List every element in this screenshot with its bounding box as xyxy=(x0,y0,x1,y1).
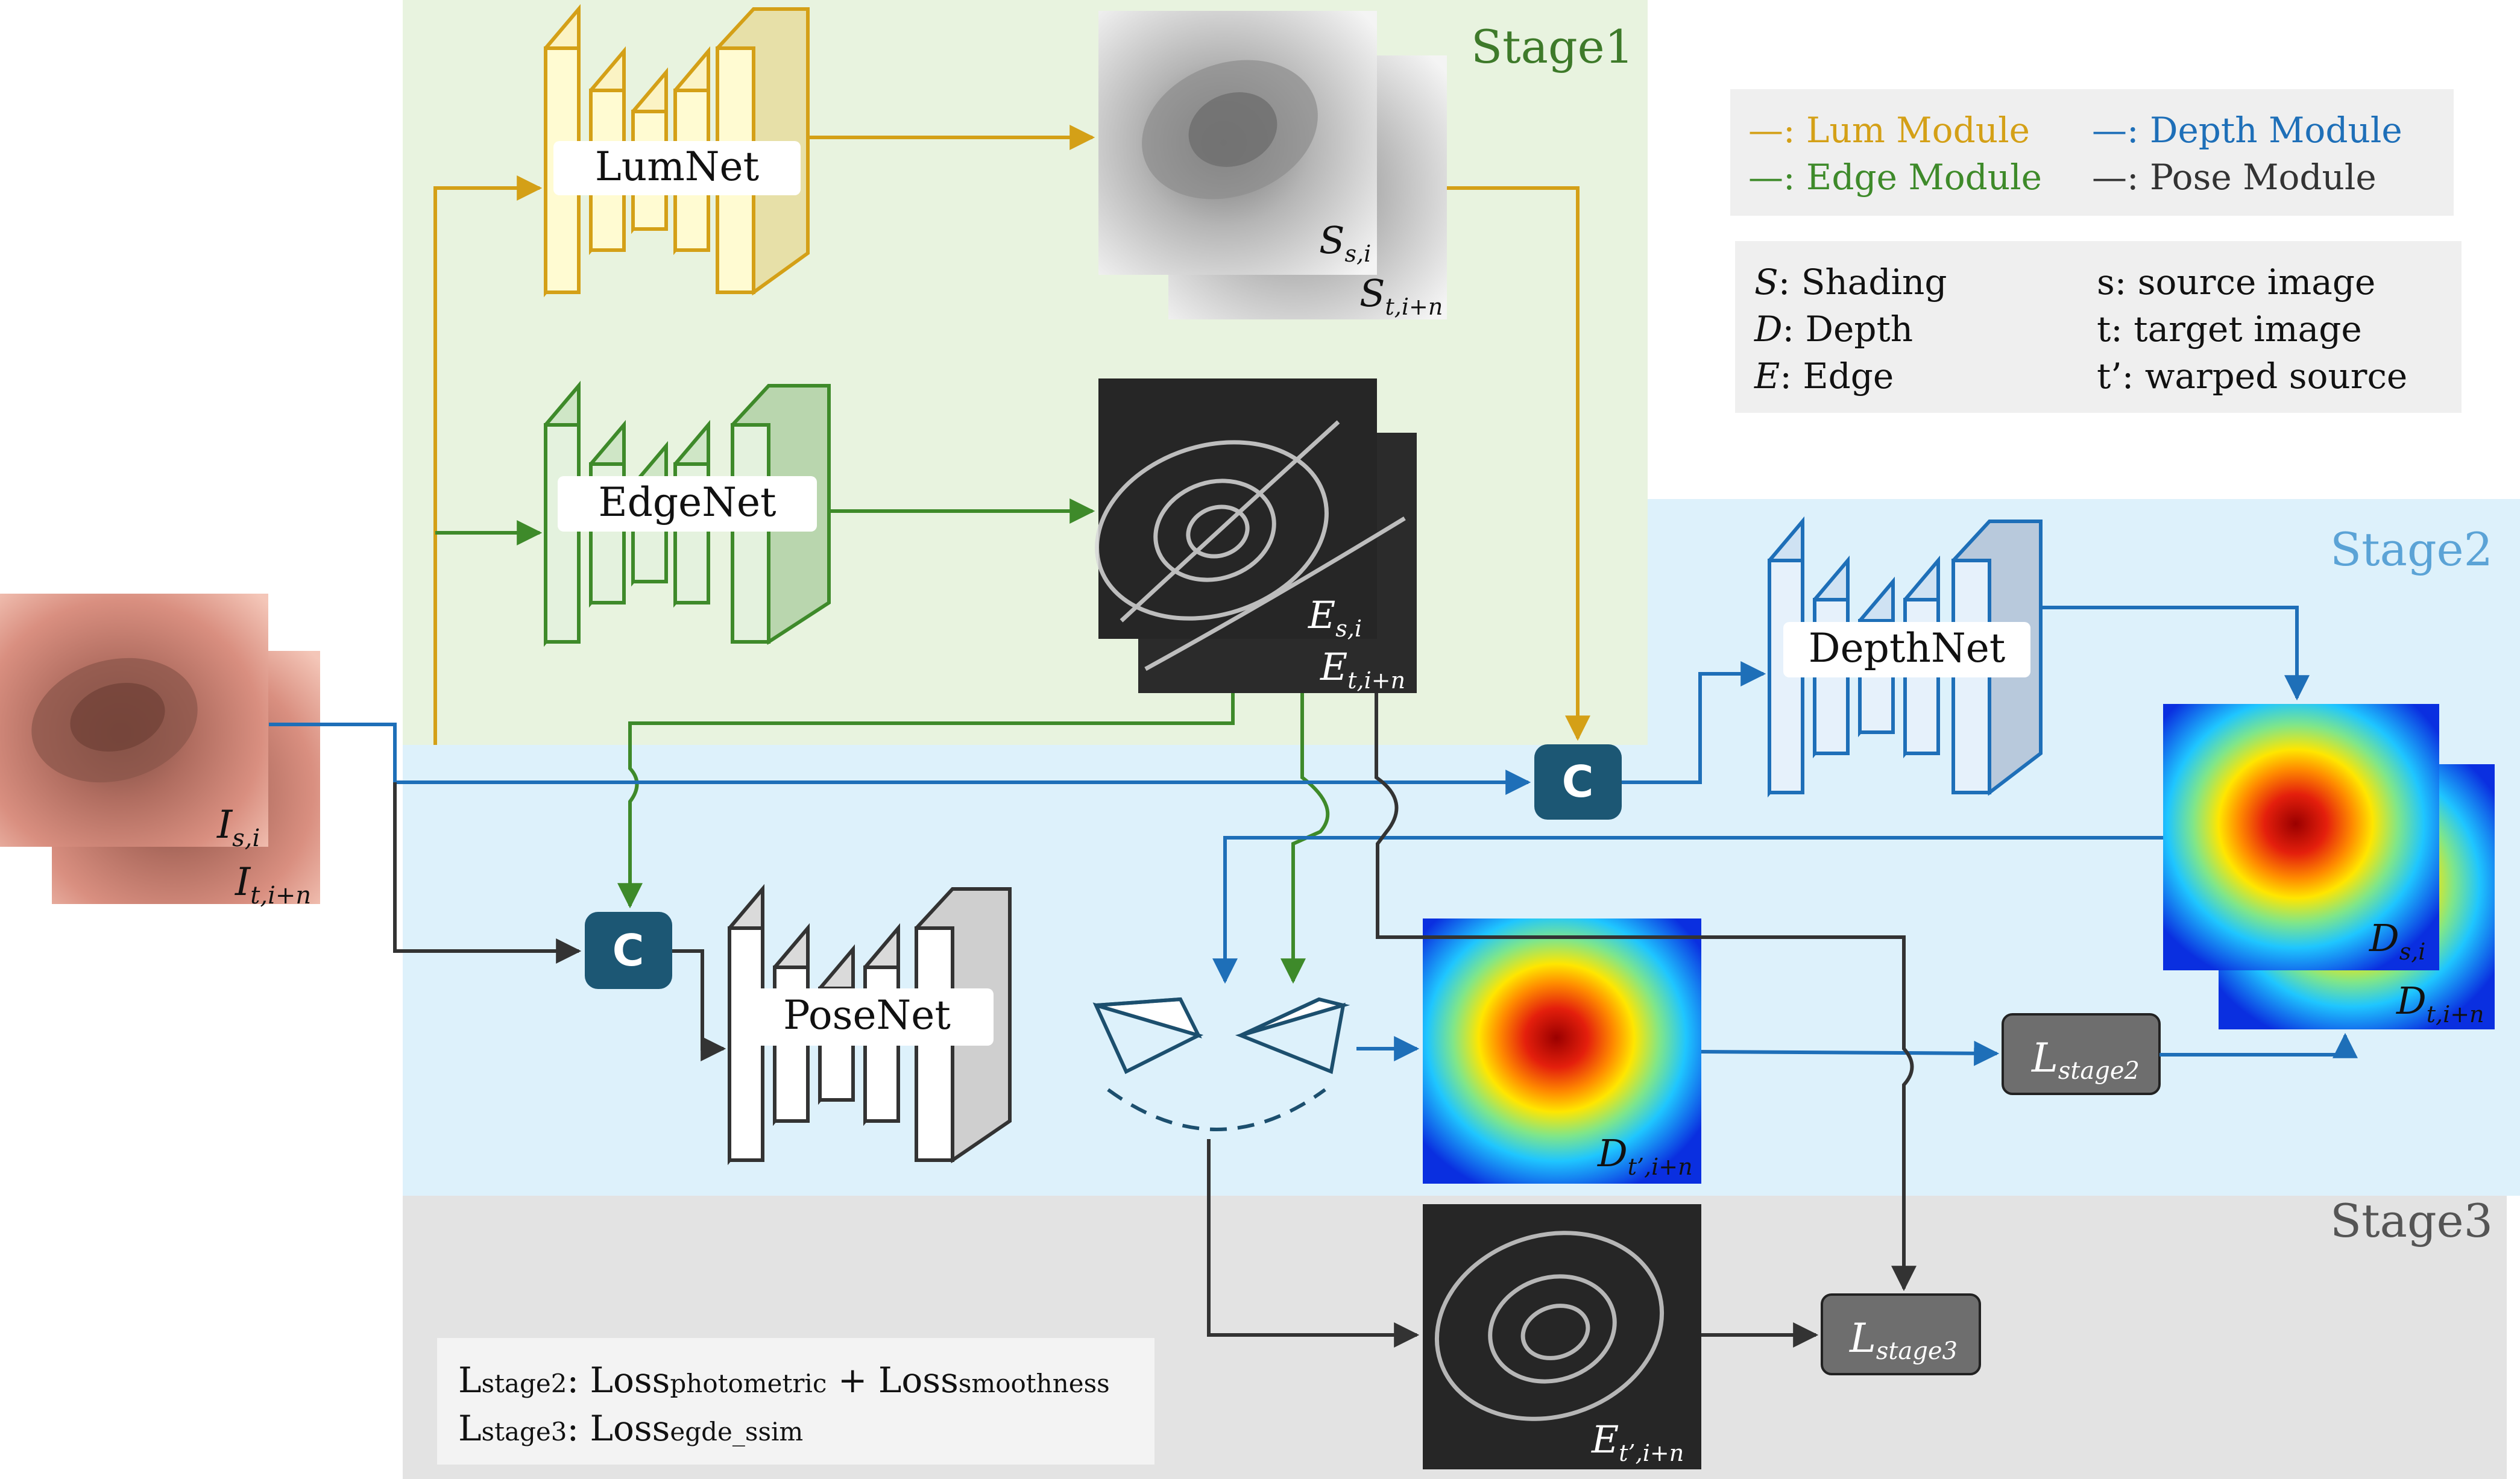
edge-source-label: Es,i xyxy=(1308,593,1362,642)
stage1-label: Stage1 xyxy=(1471,20,1634,74)
edgenet-label: EdgeNet xyxy=(598,479,776,526)
concat-node-top: C xyxy=(1534,744,1622,820)
loss-formula-box: Lstage2: Lossphotometric + Losssmoothnes… xyxy=(437,1338,1154,1465)
stage2-label: Stage2 xyxy=(2330,523,2493,576)
concat-node-bottom: C xyxy=(585,912,672,989)
shading-images: Ss,i St,i+n xyxy=(1098,11,1447,320)
legend-warped: t’: warped source xyxy=(2097,356,2407,397)
concat-label-top: C xyxy=(1562,756,1594,807)
loss-stage2-label: Lstage2 xyxy=(2031,1035,2140,1085)
legend-edge-symbol: E: Edge xyxy=(1754,356,1894,397)
depth-images: Ds,i Dt,i+n xyxy=(2163,704,2495,1029)
shading-source-label: Ss,i xyxy=(1319,218,1371,267)
lumnet-label: LumNet xyxy=(595,143,759,190)
edge-warped-label: Et’,i+n xyxy=(1591,1418,1684,1466)
shading-target-label: St,i+n xyxy=(1359,271,1443,320)
depth-source-label: Ds,i xyxy=(2369,916,2425,965)
edge-images: Es,i Et,i+n xyxy=(1095,378,1417,694)
warped-edge-image: Et’,i+n xyxy=(1423,1204,1701,1469)
depth-warped-label: Dt’,i+n xyxy=(1597,1131,1693,1180)
pose-arrows xyxy=(393,693,1917,1348)
posenet-label: PoseNet xyxy=(783,992,951,1038)
legend-lum: —: Lum Module xyxy=(1748,110,2030,151)
legend-shading: S: Shading xyxy=(1754,262,1947,303)
input-images: Is,i It,i+n xyxy=(0,594,320,909)
input-source-label: Is,i xyxy=(216,803,260,852)
depthnet-label: DepthNet xyxy=(1809,625,2006,671)
legend-pose: —: Pose Module xyxy=(2092,157,2377,198)
edge-target-label: Et,i+n xyxy=(1320,645,1405,694)
loss-stage3-label: Lstage3 xyxy=(1849,1315,1958,1365)
loss-stage3-box: Lstage3 xyxy=(1821,1293,1981,1375)
input-target-label: It,i+n xyxy=(235,860,311,909)
posenet-label-box xyxy=(740,988,994,1046)
legend-edge: —: Edge Module xyxy=(1748,157,2042,198)
module-legend: —: Lum Module —: Depth Module —: Edge Mo… xyxy=(1730,89,2454,216)
legend-depth-symbol: D: Depth xyxy=(1754,309,1913,350)
legend-target: t: target image xyxy=(2097,309,2362,350)
camera-frustums-icon xyxy=(1092,997,1350,1131)
symbol-legend: S: Shading D: Depth E: Edge s: source im… xyxy=(1735,241,2462,413)
loss-formula-stage2: Lstage2: Lossphotometric + Losssmoothnes… xyxy=(458,1360,1110,1401)
loss-stage2-box: Lstage2 xyxy=(2002,1013,2161,1095)
lumnet-label-box xyxy=(553,141,801,195)
legend-depth: —: Depth Module xyxy=(2092,110,2402,151)
edgenet-label-box xyxy=(558,476,817,532)
depth-target-label: Dt,i+n xyxy=(2396,979,2484,1028)
lum-arrows xyxy=(433,125,1590,745)
stage3-label: Stage3 xyxy=(2330,1194,2493,1248)
depthnet-label-box xyxy=(1783,622,2030,677)
concat-label-bottom: C xyxy=(613,925,644,976)
loss-formula-stage3: Lstage3: Lossegde_ssim xyxy=(458,1408,803,1449)
warped-depth-image: Dt’,i+n xyxy=(1423,918,1701,1184)
legend-source: s: source image xyxy=(2097,262,2375,303)
depth-arrows xyxy=(269,606,2358,1066)
